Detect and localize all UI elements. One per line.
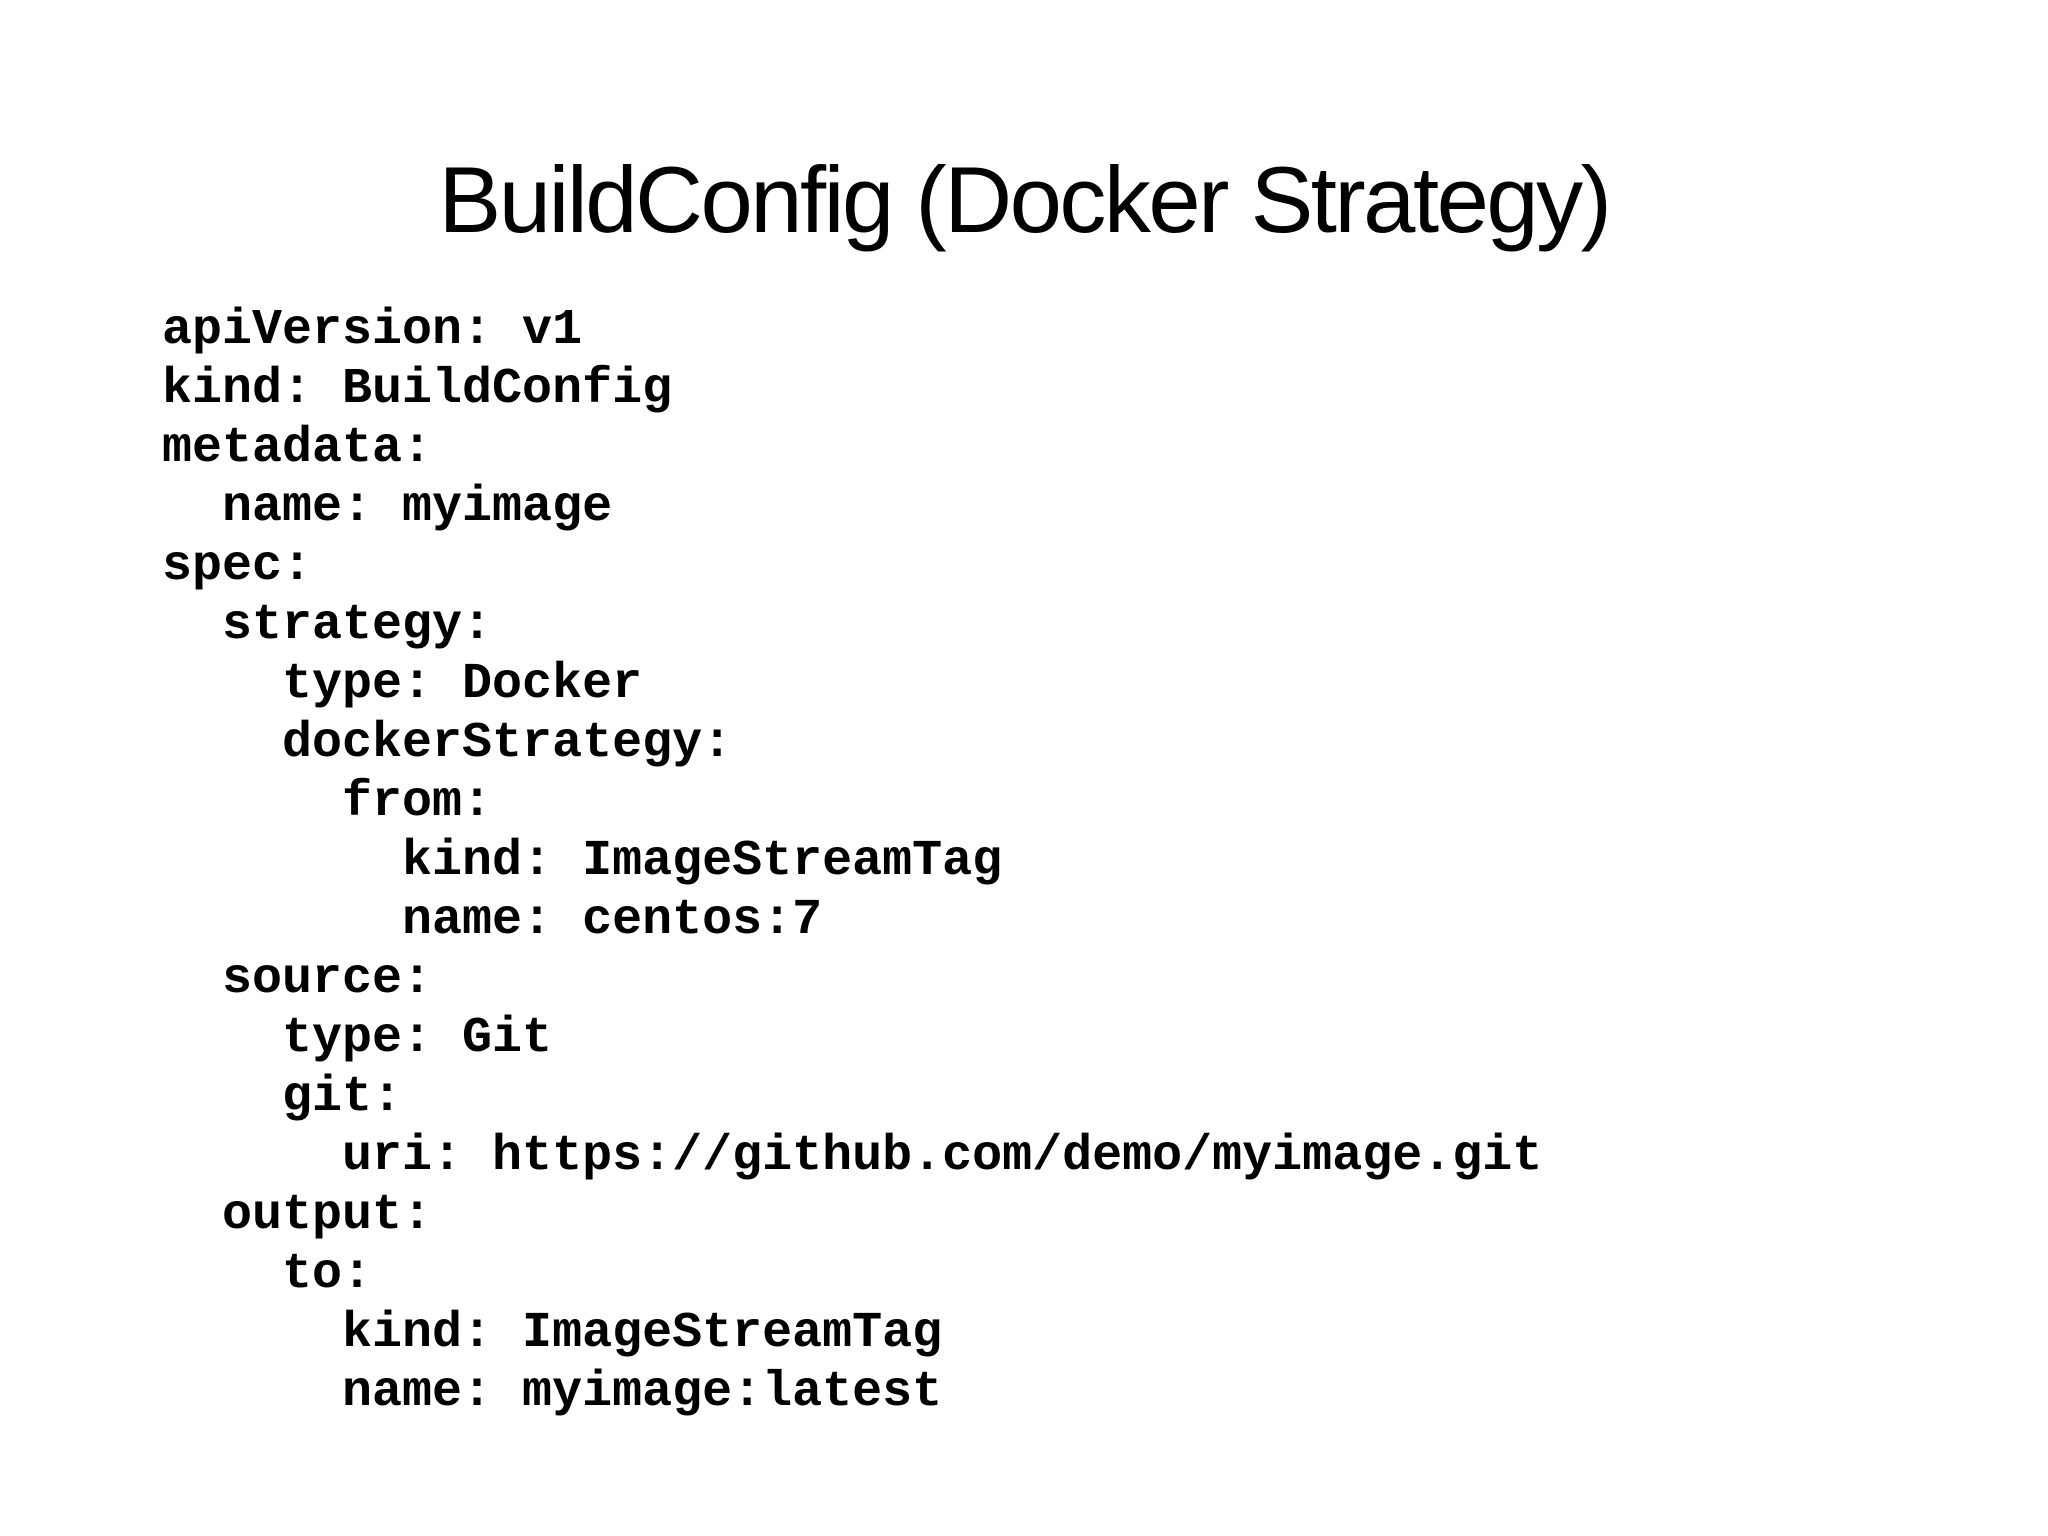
code-line: kind: ImageStreamTag	[162, 1305, 943, 1362]
code-line: git:	[162, 1069, 403, 1126]
code-line: strategy:	[162, 597, 493, 654]
code-line: output:	[162, 1187, 433, 1244]
code-line: kind: BuildConfig	[162, 361, 673, 418]
code-line: name: centos:7	[162, 892, 823, 949]
slide-title: BuildConfig (Docker Strategy)	[438, 146, 1612, 252]
code-line: from:	[162, 774, 493, 831]
code-line: to:	[162, 1246, 373, 1303]
code-line: dockerStrategy:	[162, 715, 733, 772]
code-line: spec:	[162, 538, 313, 595]
code-line: metadata:	[162, 420, 433, 477]
yaml-code-block: apiVersion: v1 kind: BuildConfig metadat…	[162, 301, 1542, 1422]
code-line: type: Git	[162, 1010, 553, 1067]
code-line: source:	[162, 951, 433, 1008]
code-line: apiVersion: v1	[162, 302, 583, 359]
code-line: type: Docker	[162, 656, 643, 713]
code-line: kind: ImageStreamTag	[162, 833, 1003, 890]
code-line: name: myimage	[162, 479, 613, 536]
code-line: uri: https://github.com/demo/myimage.git	[162, 1128, 1543, 1185]
code-line: name: myimage:latest	[162, 1364, 943, 1421]
